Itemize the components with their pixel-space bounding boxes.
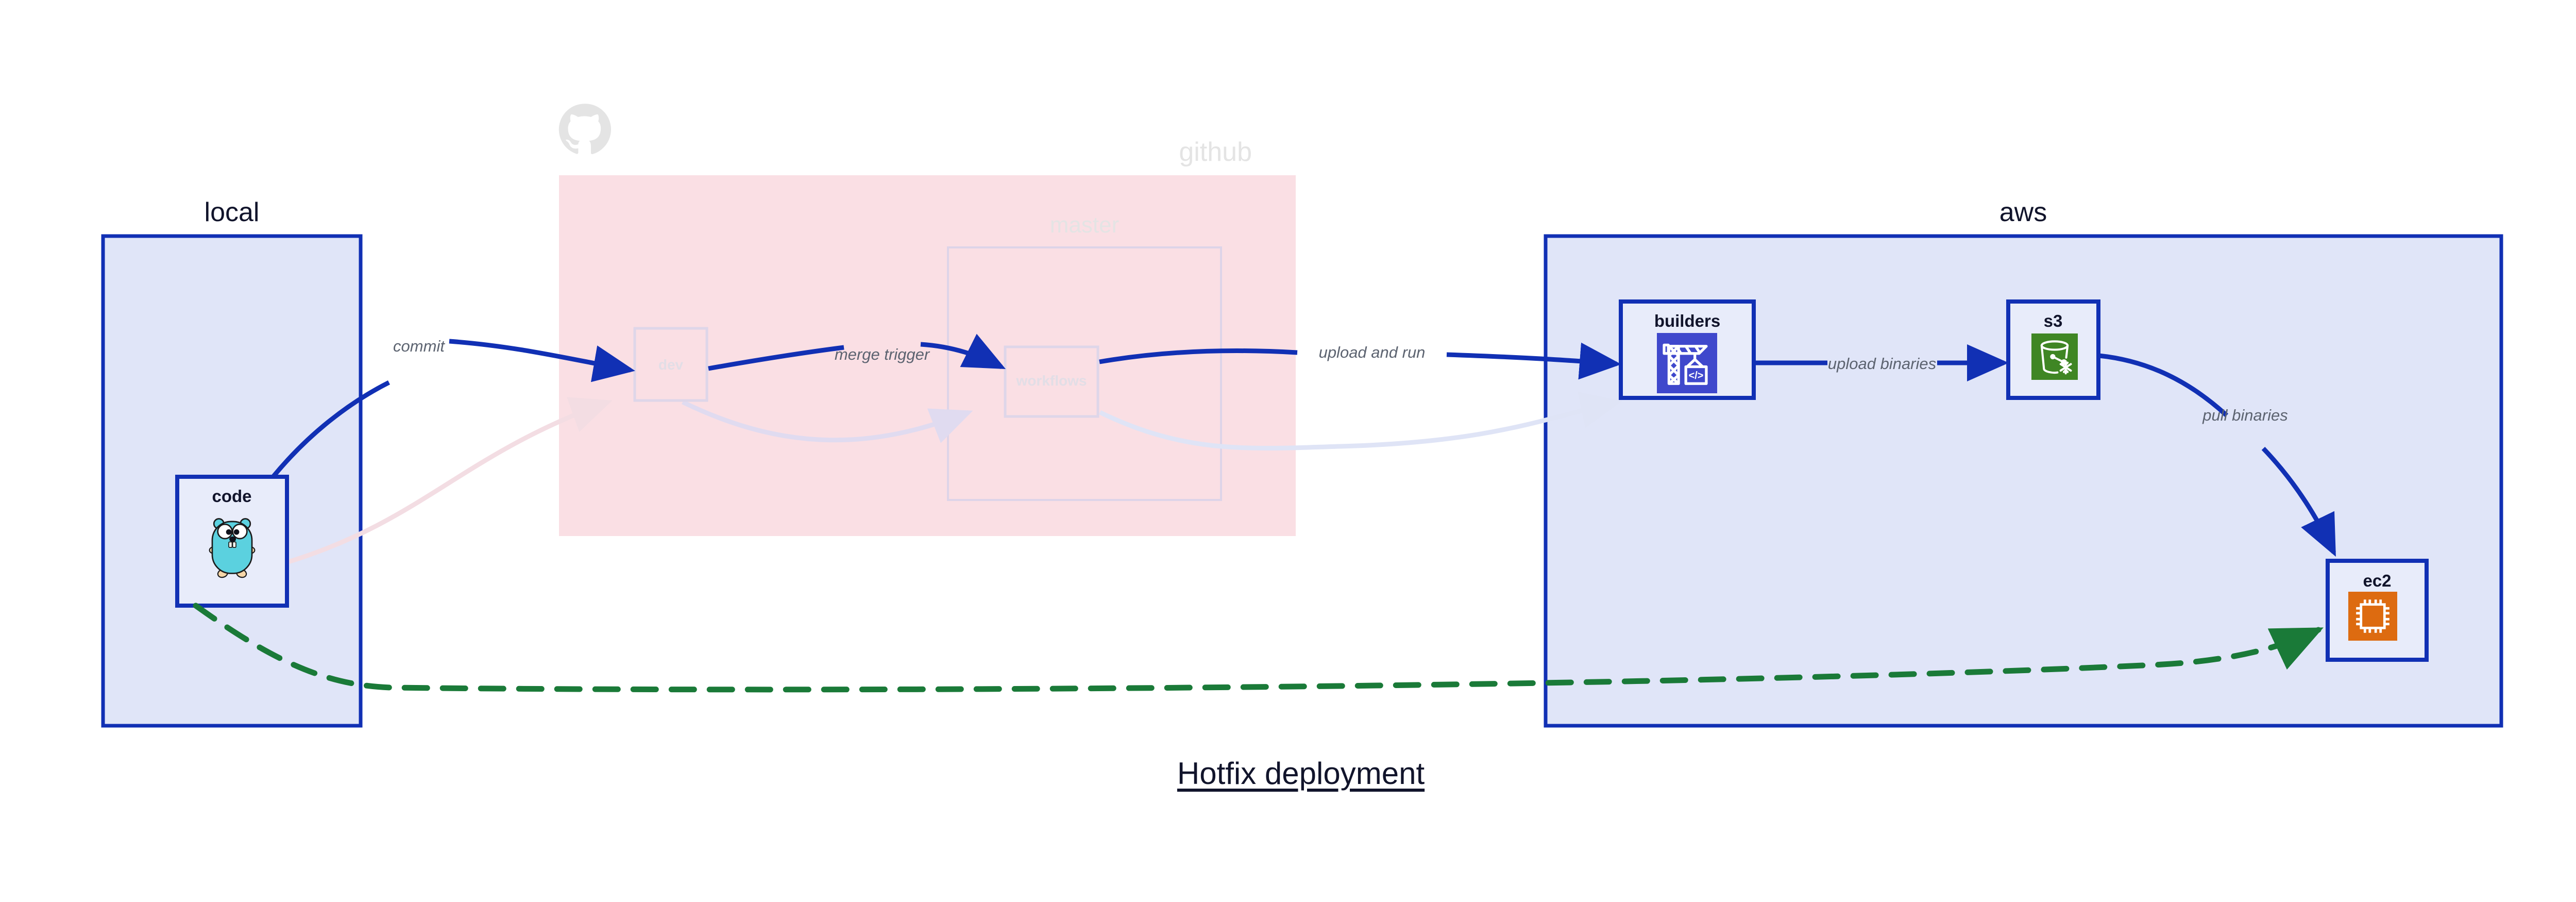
node-label-builders: builders [1654, 311, 1721, 330]
edge-label-upload-and-run: upload and run [1318, 343, 1426, 361]
aws-ec2-icon [2348, 592, 2397, 641]
cluster-title-local: local [204, 197, 260, 227]
edge-merge-left [708, 345, 844, 371]
aws-codebuild-icon: </> [1657, 333, 1717, 393]
node-label-code: code [212, 487, 252, 506]
node-box-workflows [1004, 345, 1099, 418]
cluster-title-github: github [1179, 137, 1252, 167]
diagram-caption: Hotfix deployment [1177, 756, 1425, 791]
edge-label-commit: commit [393, 337, 445, 355]
edge-pull-binaries-upper [2098, 353, 2229, 417]
edge-commit-right [449, 339, 635, 382]
edge-hotfix-direct [193, 603, 2324, 693]
cluster-github [559, 175, 1296, 536]
edge-label-upload-binaries: upload binaries [1827, 355, 1937, 373]
edge-faded-dev-workflows [682, 399, 973, 443]
edge-merge-right [920, 333, 1006, 370]
svg-text:</>: </> [1689, 370, 1704, 381]
node-label-ec2: ec2 [2363, 571, 2392, 590]
cluster-master [947, 246, 1222, 501]
aws-s3-glacier-icon [2031, 333, 2078, 380]
go-gopher-icon [205, 510, 260, 582]
node-label-s3: s3 [2043, 311, 2063, 330]
edge-commit-left [271, 380, 391, 478]
github-octocat-icon [558, 104, 612, 155]
edge-upload-run-left [1099, 348, 1298, 364]
edge-upload-run-right [1446, 342, 1621, 380]
cluster-title-master: master [1049, 212, 1120, 238]
edge-label-pull-binaries: pull binaries [2202, 406, 2288, 424]
node-label-dev: dev [658, 357, 684, 373]
edge-faded-code-dev [287, 397, 613, 564]
node-label-workflows: workflows [1016, 373, 1087, 389]
edge-faded-workflows-builders [1099, 391, 1622, 451]
edge-label-merge-trigger: merge trigger [834, 345, 930, 363]
edge-pull-binaries-lower [2261, 446, 2336, 557]
cluster-title-aws: aws [1999, 197, 2047, 227]
